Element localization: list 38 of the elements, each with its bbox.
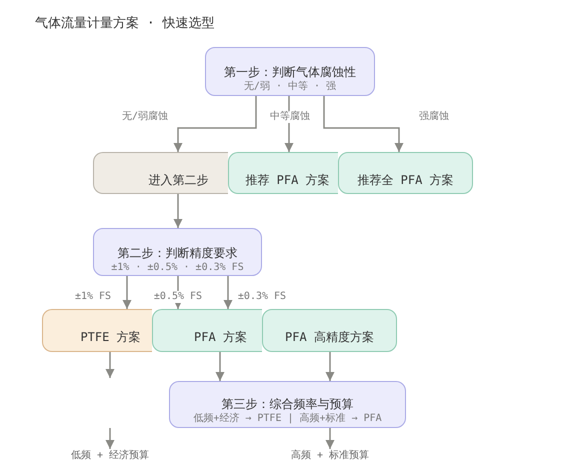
step-options-text: 低频+经济 → PTFE | 高频+标准 → PFA (193, 412, 382, 426)
connector-arrow (224, 276, 232, 309)
step-box (169, 381, 406, 428)
edge-label: ±0.5% FS (152, 291, 204, 303)
option-box (262, 309, 397, 352)
step-heading: 第二步：判断精度要求 (118, 245, 238, 261)
connector-arrow (106, 352, 114, 378)
connector-arrow (174, 194, 182, 228)
connector-arrow (323, 96, 404, 152)
step-box (205, 47, 375, 96)
option-box (93, 152, 228, 194)
box-label: PTFE 方案 (80, 329, 141, 345)
step-box (93, 228, 262, 276)
connector-arrow (326, 428, 334, 449)
box-label: PFA 方案 (194, 329, 247, 345)
outcome-text: 高频 + 标准预算 (290, 449, 370, 463)
step-options-text: 无/弱 · 中等 · 强 (244, 80, 336, 94)
connector-arrow (106, 428, 114, 449)
outcome-text: 低频 + 经济预算 (70, 449, 150, 463)
box-label: 推荐 PFA 方案 (245, 172, 330, 188)
connector-arrow (122, 276, 132, 309)
option-box (228, 152, 338, 194)
step-heading: 第三步：综合频率与预算 (222, 396, 354, 412)
box-label: 进入第二步 (148, 172, 208, 188)
step-heading: 第一步：判断气体腐蚀性 (224, 64, 356, 80)
diagram-title: 气体流量计量方案 · 快速选型 (35, 15, 214, 33)
box-label: PFA 高精度方案 (285, 329, 374, 345)
box-label: 推荐全 PFA 方案 (357, 172, 454, 188)
option-box (152, 309, 262, 352)
option-box (42, 309, 152, 352)
option-box (338, 152, 473, 194)
connector-arrow (174, 96, 257, 152)
connector-arrow (326, 352, 334, 381)
step-options-text: ±1% · ±0.5% · ±0.3% FS (111, 261, 244, 275)
connector-arrow (216, 352, 224, 381)
edge-label: 强腐蚀 (417, 111, 451, 123)
edge-label: 无/弱腐蚀 (120, 111, 170, 123)
edge-label: 中等腐蚀 (268, 111, 312, 123)
